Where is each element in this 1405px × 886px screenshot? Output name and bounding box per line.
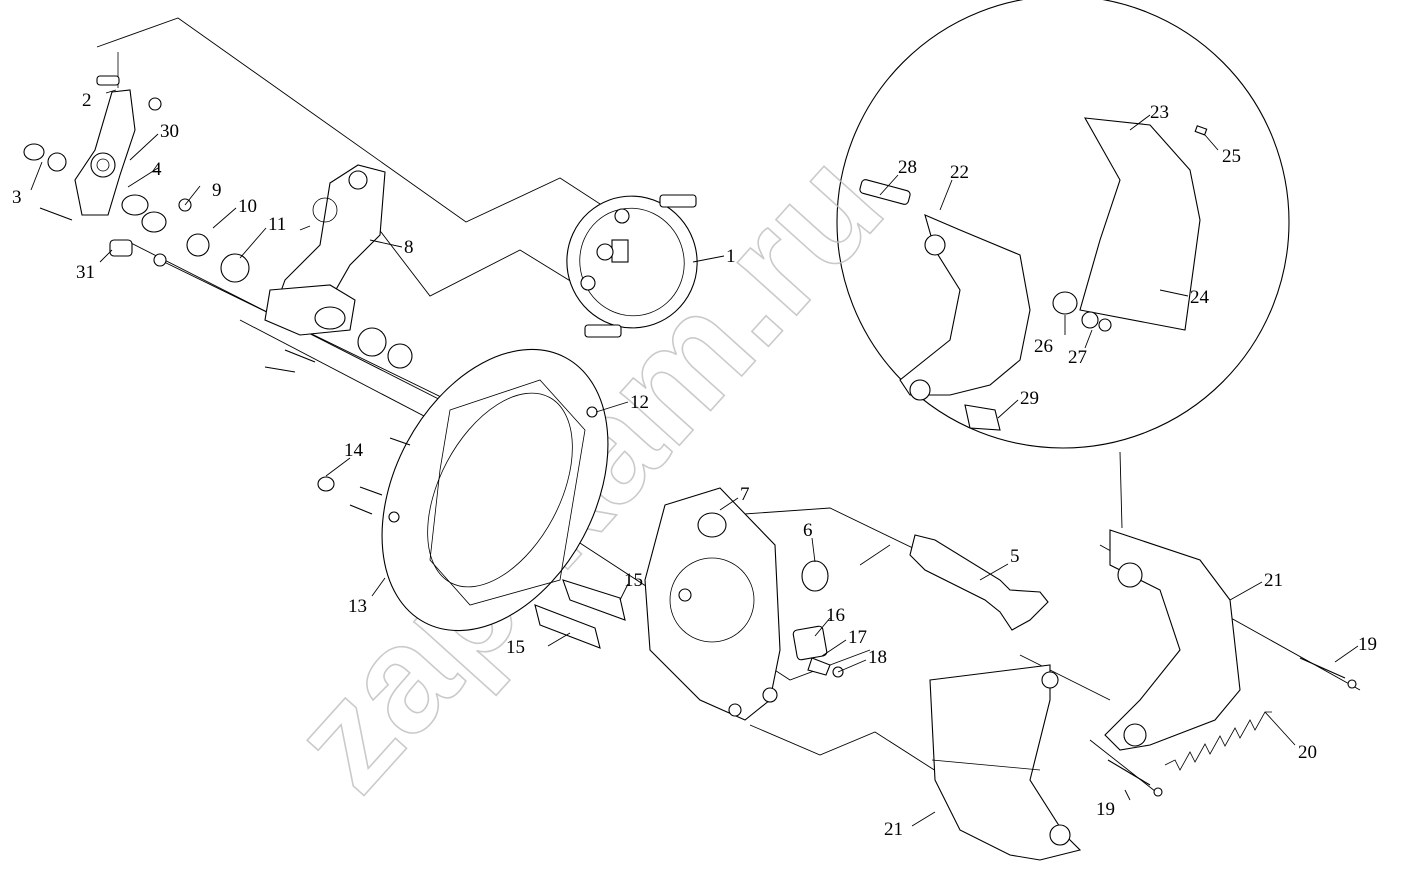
callout-22: 22 <box>950 162 969 183</box>
lock-plate-group <box>792 625 844 678</box>
callout-30: 30 <box>160 121 179 142</box>
callout-25: 25 <box>1222 146 1241 167</box>
callout-6: 6 <box>803 520 813 541</box>
callout-5: 5 <box>1010 546 1020 567</box>
camshaft-bracket <box>264 164 386 336</box>
callout-1: 1 <box>726 246 736 267</box>
dust-shield <box>381 348 609 632</box>
callout-14: 14 <box>344 440 364 461</box>
anchor-pins <box>534 579 626 649</box>
callout-23: 23 <box>1150 102 1169 123</box>
brake-shoe-lower <box>929 664 1082 861</box>
camshaft-bushings <box>109 239 413 369</box>
callout-31: 31 <box>76 262 95 283</box>
callout-19-bottom: 19 <box>1096 799 1115 820</box>
callout-10: 10 <box>238 196 257 217</box>
callout-12: 12 <box>630 392 649 413</box>
detail-circle <box>836 0 1290 449</box>
callout-3: 3 <box>12 187 22 208</box>
callout-leaders <box>30 89 1359 827</box>
callout-2: 2 <box>82 90 92 111</box>
slack-adjuster <box>74 52 136 216</box>
shield-bolts <box>317 437 411 515</box>
callout-29: 29 <box>1020 388 1039 409</box>
brake-chamber <box>566 194 698 338</box>
callout-18: 18 <box>868 647 887 668</box>
shoe-roller-pins <box>1107 657 1357 797</box>
callout-21-lower: 21 <box>884 819 903 840</box>
camshaft <box>859 534 1049 631</box>
callout-13: 13 <box>348 596 367 617</box>
callout-24: 24 <box>1190 287 1210 308</box>
camshaft-seal <box>801 560 829 592</box>
callout-7: 7 <box>740 484 750 505</box>
callout-17: 17 <box>848 627 867 648</box>
callout-19-right: 19 <box>1358 634 1377 655</box>
callout-labels: 1 2 3 4 5 6 7 8 9 10 11 12 13 14 15 15 1… <box>12 90 1377 840</box>
callout-28: 28 <box>898 157 917 178</box>
mounting-bolts <box>39 198 316 373</box>
callout-4: 4 <box>152 159 162 180</box>
brake-shoe-upper <box>1104 529 1241 751</box>
callout-15-lower: 15 <box>506 637 525 658</box>
callout-8: 8 <box>404 237 414 258</box>
callout-27: 27 <box>1068 347 1087 368</box>
callout-11: 11 <box>268 214 286 235</box>
callout-9: 9 <box>212 180 222 201</box>
callout-16: 16 <box>826 605 845 626</box>
brake-spider <box>644 487 781 721</box>
callout-15-upper: 15 <box>624 570 643 591</box>
callout-26: 26 <box>1034 336 1053 357</box>
return-spring <box>1164 711 1272 771</box>
callout-21-upper: 21 <box>1264 570 1283 591</box>
detail-shoe-assembly <box>859 117 1208 431</box>
callout-20: 20 <box>1298 742 1317 763</box>
washers-and-rings <box>23 75 210 257</box>
